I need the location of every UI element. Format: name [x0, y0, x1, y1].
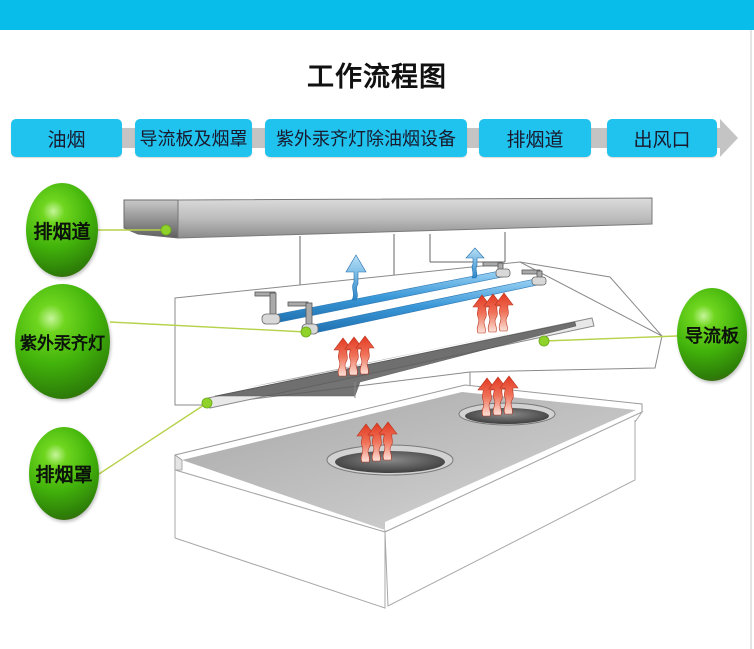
- deflector-plate: [207, 317, 595, 409]
- callout-label: 紫外汞齐灯: [20, 334, 105, 354]
- exhaust-duct: [123, 197, 653, 239]
- page-title: 工作流程图: [307, 62, 447, 93]
- exhaust-flow-arrows: [345, 247, 485, 301]
- callout-label: 排烟道: [33, 220, 91, 243]
- flow-step-deflector-hood: 导流板及烟罩: [135, 119, 252, 157]
- callout-exhaust-duct: 排烟道: [26, 183, 98, 277]
- flow-step-uv-lamp-equipment: 紫外汞齐灯除油烟设备: [265, 119, 467, 157]
- callout-exhaust-hood: 排烟罩: [29, 427, 99, 520]
- flow-step-air-outlet: 出风口: [607, 119, 717, 157]
- page-frame: [0, 30, 752, 649]
- callout-label: 排烟罩: [35, 464, 93, 486]
- stove: [174, 384, 644, 609]
- kitchen-exhaust-illustration: [98, 197, 678, 609]
- flow-step-exhaust-duct: 排烟道: [479, 119, 591, 157]
- flow-step-oil-smoke: 油烟: [11, 119, 122, 157]
- flow-arrow-icon: [720, 119, 738, 157]
- callout-anchor-dots: [160, 224, 550, 409]
- callout-uv-lamp: 紫外汞齐灯: [15, 284, 110, 399]
- callout-leader-lines: [98, 229, 678, 475]
- exhaust-hood: [174, 261, 663, 406]
- callout-deflector: 导流板: [677, 288, 747, 381]
- callout-label: 导流板: [685, 325, 739, 347]
- header-bar: [0, 0, 754, 30]
